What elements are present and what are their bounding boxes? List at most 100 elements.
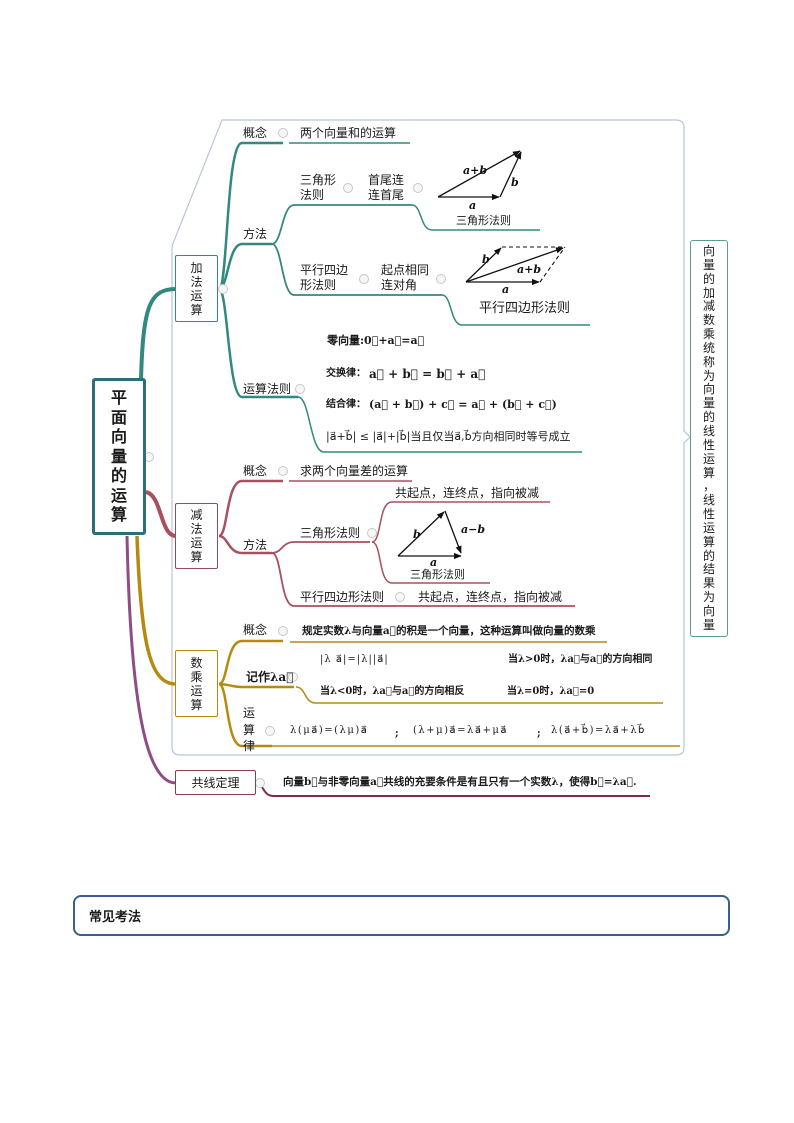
- connector-add-concept: [217, 141, 283, 291]
- sub-method-label: 方法: [243, 538, 268, 552]
- sub-parallelogram-name: 平行四边形法则: [300, 590, 385, 604]
- connector-sca-notation-content: [295, 686, 663, 704]
- inequality-formula: |a⃗+b⃗| ≤ |a⃗|+|b⃗|: [326, 430, 411, 443]
- add-triangle-rule-line: 连首尾: [368, 188, 405, 202]
- connector-dot: [413, 183, 423, 193]
- branch-line-scalar: [135, 535, 177, 686]
- add-triangle-name-line: 法则: [300, 188, 325, 202]
- add-parallelogram-name-line: 形法则: [300, 278, 337, 292]
- add-rules-label: 运算法则: [243, 382, 292, 396]
- connector-sub-triangle-figure: [371, 541, 490, 584]
- subtraction-triangle-figure: b a−b a: [397, 510, 485, 569]
- branch-scalar: 数乘运算: [175, 650, 218, 717]
- label-b: b: [511, 176, 519, 189]
- connector-sub-parallelogram: [271, 552, 575, 607]
- sca-laws-label-wrap: 运算律: [243, 705, 255, 755]
- label-a: a: [469, 199, 476, 212]
- sca-positive-case: 当λ>0时，λa⃗与a⃗的方向相同: [508, 654, 653, 665]
- sca-magnitude: |λ a⃗|=|λ||a⃗|: [320, 654, 389, 665]
- add-concept-text: 两个向量和的运算: [300, 126, 397, 140]
- connector-add-triangle-figure: [411, 204, 540, 231]
- sca-law-separator: ;: [395, 728, 399, 739]
- label-b: b: [482, 253, 490, 266]
- branch-subtraction-label: 减法运算: [190, 508, 203, 564]
- sub-triangle-caption: 三角形法则: [410, 568, 465, 581]
- zero-vector-rule: 零向量:0⃗+a⃗=a⃗: [327, 334, 425, 347]
- branch-line-addition: [139, 287, 177, 381]
- vector-diff-arrow: [444, 510, 462, 554]
- branch-addition: 加法运算: [175, 255, 218, 322]
- add-parallelogram-rule-line: 连对角: [381, 278, 418, 292]
- sub-triangle-name: 三角形法则: [300, 526, 361, 540]
- branch-addition-label: 加法运算: [190, 260, 203, 317]
- connector-sca-concept: [218, 639, 283, 686]
- commutative-label: 交换律：: [326, 368, 366, 379]
- branch-line-collinear: [125, 535, 177, 785]
- connector-add-rules: [217, 287, 298, 399]
- add-triangle-name: 三角形 法则: [300, 173, 336, 203]
- label-a: a: [430, 556, 437, 569]
- triangle-inequality: |a⃗+b⃗| ≤ |a⃗|+|b⃗|当且仅当a⃗,b⃗方向相同时等号成立: [326, 430, 571, 444]
- connector-dot: [295, 384, 305, 394]
- outline-frame: [171, 119, 691, 756]
- branch-scalar-label: 数乘运算: [190, 655, 203, 712]
- add-parallelogram-name: 平行四边 形法则: [300, 263, 348, 293]
- label-sum: a+b: [517, 263, 541, 276]
- vector-b-arrow: [397, 511, 445, 557]
- sca-negative-case: 当λ<0时，λa⃗与a⃗的方向相反: [320, 686, 465, 697]
- connector-sca-notation: [218, 682, 294, 689]
- connector-dot: [218, 284, 228, 294]
- associative-formula: (a⃗ + b⃗) + c⃗ = a⃗ + (b⃗ + c⃗): [369, 398, 557, 411]
- add-triangle-caption: 三角形法则: [456, 214, 511, 227]
- commutative-formula: a⃗ + b⃗ = b⃗ + a⃗: [369, 367, 486, 381]
- connector-dot: [395, 592, 405, 602]
- addition-parallelogram-figure: b a+b a: [465, 246, 566, 296]
- connector-dot: [255, 778, 265, 788]
- sca-notation-label: 记作λa⃗: [246, 670, 294, 684]
- connector-sub-triangle: [271, 541, 370, 554]
- addition-triangle-figure: a+b b a: [437, 150, 522, 212]
- branch-line-subtraction: [145, 490, 177, 538]
- connector-add-method: [218, 242, 272, 291]
- sca-law-separator: ;: [537, 728, 541, 739]
- connector-sub-method: [218, 534, 272, 555]
- note-text: 向量的加减数乘统称为向量的线性运算，线性运算的结果为向量: [703, 244, 716, 632]
- vector-b-arrow: [465, 247, 502, 283]
- label-b: b: [413, 528, 421, 541]
- linear-operation-note: 向量的加减数乘统称为向量的线性运算，线性运算的结果为向量: [690, 240, 728, 637]
- connector-dot: [278, 466, 288, 476]
- section-common-question-types: 常见考法: [73, 895, 730, 936]
- sub-parallelogram-rule: 共起点，连终点，指向被减: [418, 590, 563, 604]
- add-parallelogram-rule-line: 起点相同: [381, 263, 430, 277]
- sca-laws-label: 运算律: [243, 706, 256, 753]
- branch-collinear: 共线定理: [175, 770, 256, 795]
- section-title: 常见考法: [89, 910, 142, 925]
- connector-add-rules-content: [297, 396, 582, 453]
- root-title: 平面向量的运算: [111, 388, 128, 525]
- sca-concept-label: 概念: [243, 623, 268, 637]
- add-method-label: 方法: [243, 227, 268, 241]
- connector-dot: [359, 274, 369, 284]
- sca-law-distributive-scalar: (λ+μ)a⃗=λa⃗+μa⃗: [413, 725, 508, 736]
- sub-triangle-rule: 共起点，连终点，指向被减: [395, 486, 540, 500]
- sca-law-distributive-vector: λ(a⃗+b⃗)=λa⃗+λb⃗: [551, 725, 646, 736]
- sca-law-associative: λ(μa⃗)=(λμ)a⃗: [290, 725, 369, 736]
- connector-dot: [278, 626, 288, 636]
- connector-dot: [436, 274, 446, 284]
- label-sum: a+b: [463, 164, 487, 177]
- sub-concept-label: 概念: [243, 464, 268, 478]
- collinear-theorem-text: 向量b⃗与非零向量a⃗共线的充要条件是有且只有一个实数λ，使得b⃗=λa⃗.: [283, 776, 637, 788]
- connector-sub-triangle-rule: [371, 501, 550, 543]
- connector-dot: [278, 128, 288, 138]
- add-triangle-rule-line: 首尾连: [368, 173, 405, 187]
- connector-add-triangle: [271, 204, 412, 245]
- vector-sum-arrow: [465, 247, 564, 283]
- add-triangle-rule: 首尾连 连首尾: [368, 173, 404, 203]
- add-concept-label: 概念: [243, 126, 268, 140]
- connector-sub-concept: [218, 479, 283, 538]
- vector-sum-arrow: [437, 150, 521, 198]
- associative-label: 结合律：: [326, 399, 366, 410]
- add-triangle-name-line: 三角形: [300, 173, 337, 187]
